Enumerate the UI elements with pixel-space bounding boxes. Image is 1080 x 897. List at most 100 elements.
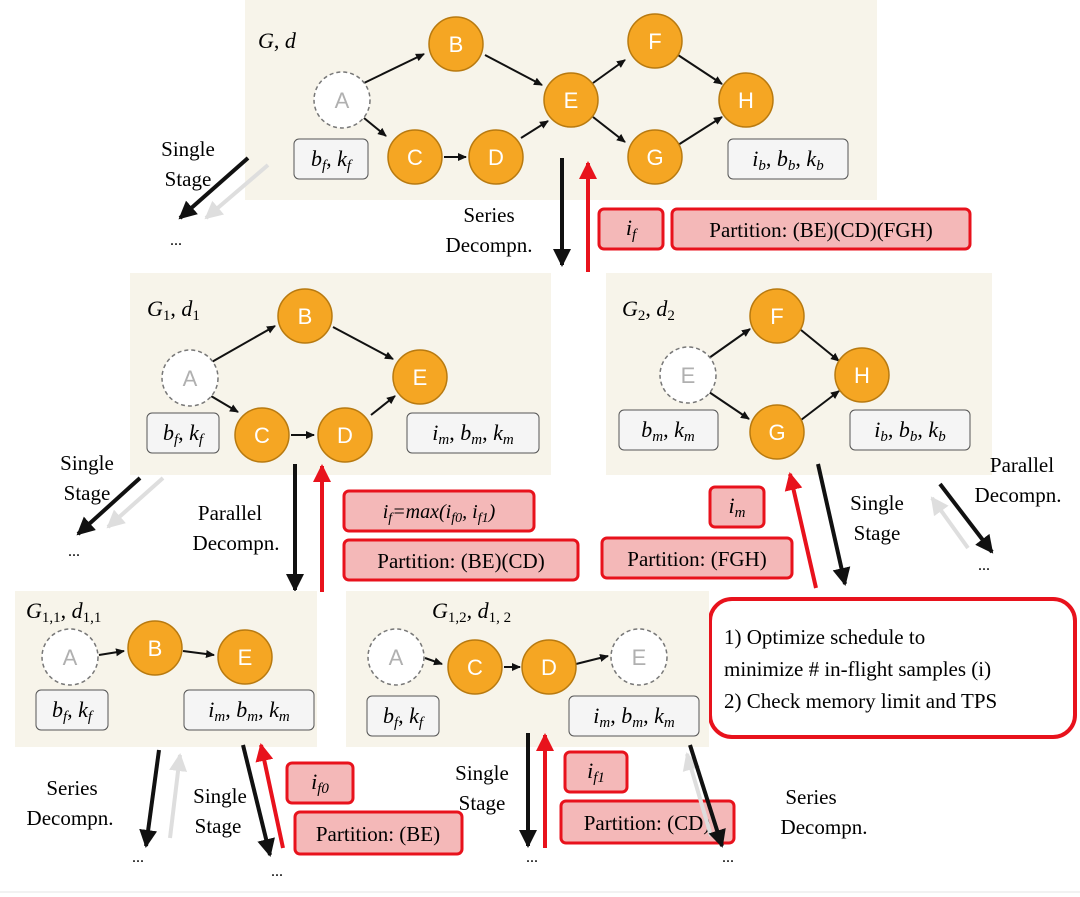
- arrow-result-up: [784, 472, 818, 589]
- red-box-if1: if1: [563, 750, 629, 794]
- node-g: G: [749, 404, 805, 460]
- node-d: D: [521, 639, 577, 695]
- panel-g12: G1,2, d1, 2 A C D E bf, kf: [346, 591, 709, 747]
- parallel-decomp-g1: Parallel Decompn.: [193, 464, 331, 592]
- node-a-ghost: A: [313, 71, 371, 129]
- node-d: D: [317, 407, 373, 463]
- single-stage-g1: Single Stage ...: [60, 451, 165, 560]
- svg-text:Series: Series: [46, 776, 97, 800]
- svg-text:D: D: [541, 655, 557, 680]
- node-h: H: [834, 347, 890, 403]
- arrow-gray-up: [168, 753, 188, 839]
- svg-text:H: H: [738, 88, 754, 113]
- svg-text:Decompn.: Decompn.: [27, 806, 114, 830]
- svg-text:Single: Single: [161, 137, 215, 161]
- svg-text:E: E: [413, 365, 428, 390]
- svg-text:Series: Series: [785, 785, 836, 809]
- edge-d-e: [520, 120, 549, 139]
- svg-text:D: D: [488, 145, 504, 170]
- node-e: E: [392, 349, 448, 405]
- svg-text:bf, kf: bf, kf: [52, 697, 94, 725]
- svg-text:Parallel: Parallel: [198, 501, 262, 525]
- node-b: B: [277, 288, 333, 344]
- label-box-bf-kf: bf, kf: [146, 412, 220, 454]
- svg-text:Stage: Stage: [854, 521, 901, 545]
- svg-text:Single: Single: [193, 784, 247, 808]
- svg-text:minimize # in-flight samples (: minimize # in-flight samples (i): [724, 657, 991, 681]
- label-box-bf-kf: bf, kf: [366, 695, 440, 737]
- edge-b-e: [332, 326, 394, 360]
- svg-text:ib, bb, kb: ib, bb, kb: [752, 146, 824, 174]
- node-e-ghost: E: [610, 628, 668, 686]
- label-box-bm-km: bm, km: [618, 409, 719, 451]
- svg-text:bm, km: bm, km: [641, 417, 695, 445]
- edge-b-e: [182, 650, 215, 658]
- arrow-series-down: [688, 744, 726, 848]
- node-f: F: [749, 288, 805, 344]
- svg-text:bf, kf: bf, kf: [163, 420, 205, 448]
- svg-text:C: C: [254, 423, 270, 448]
- svg-text:...: ...: [526, 849, 538, 866]
- red-box-if0: if0: [285, 761, 355, 805]
- edge-a-b: [98, 648, 125, 657]
- red-box-g1-partition: Partition: (BE)(CD): [342, 538, 580, 582]
- label-box-im-bm-km: im, bm, km: [568, 695, 700, 737]
- svg-text:H: H: [854, 363, 870, 388]
- svg-text:...: ...: [132, 849, 144, 866]
- single-stage-top: Single Stage ...: [161, 137, 270, 249]
- svg-text:Stage: Stage: [459, 791, 506, 815]
- panel-g11: G1,1, d1,1 A B E bf, kf im, bm, km: [15, 591, 317, 747]
- node-f: F: [627, 13, 683, 69]
- edge-f-h: [677, 54, 723, 85]
- node-b: B: [127, 620, 183, 676]
- red-box-top-partition: Partition: (BE)(CD)(FGH): [670, 207, 972, 251]
- edge-a-c: [363, 117, 387, 137]
- svg-text:E: E: [238, 645, 253, 670]
- svg-text:C: C: [407, 145, 423, 170]
- svg-text:...: ...: [170, 232, 182, 249]
- svg-text:im, bm, km: im, bm, km: [432, 420, 514, 448]
- svg-text:B: B: [298, 304, 313, 329]
- red-box-g11-partition: Partition: (BE): [293, 810, 464, 856]
- arrow-gray-up: [930, 496, 970, 550]
- svg-text:bf, kf: bf, kf: [311, 146, 353, 174]
- arrow-single-stage: [178, 156, 250, 220]
- label-box-im-bm-km: im, bm, km: [406, 412, 540, 454]
- panel-title: G, d: [258, 28, 297, 53]
- svg-text:Decompn.: Decompn.: [975, 483, 1062, 507]
- node-a-ghost: A: [161, 349, 219, 407]
- node-c: C: [234, 407, 290, 463]
- edge-e-f: [592, 59, 626, 84]
- edge-e-f: [708, 328, 751, 359]
- svg-text:Single: Single: [455, 761, 509, 785]
- single-stage-g2: Single Stage: [784, 463, 904, 589]
- svg-text:E: E: [564, 88, 579, 113]
- svg-text:...: ...: [271, 863, 283, 880]
- svg-text:A: A: [389, 645, 404, 670]
- svg-text:A: A: [63, 645, 78, 670]
- label-box-bf-kf: bf, kf: [293, 138, 369, 180]
- node-a-ghost: A: [41, 628, 99, 686]
- edge-e-g: [708, 391, 750, 420]
- edge-f-h: [800, 329, 840, 362]
- arrow-result-up: [255, 743, 285, 849]
- arrow-single-stage-down: [241, 744, 275, 857]
- edge-g-h: [677, 116, 723, 146]
- svg-text:...: ...: [68, 543, 80, 560]
- svg-text:im, bm, km: im, bm, km: [208, 697, 290, 725]
- svg-text:F: F: [770, 304, 783, 329]
- svg-text:Partition: (BE)(CD)(FGH): Partition: (BE)(CD)(FGH): [709, 218, 932, 242]
- node-h: H: [718, 72, 774, 128]
- edge-a-c: [424, 657, 443, 666]
- red-box-g12-partition: Partition: (CD): [559, 799, 736, 845]
- svg-text:B: B: [148, 636, 163, 661]
- svg-text:Partition: (BE)(CD): Partition: (BE)(CD): [377, 549, 544, 573]
- edge-b-e: [484, 54, 543, 86]
- panel-title: G2, d2: [622, 296, 675, 324]
- parallel-decomp-g2: Parallel Decompn. ...: [930, 453, 1062, 574]
- svg-text:1) Optimize schedule to: 1) Optimize schedule to: [724, 625, 925, 649]
- svg-text:im: im: [729, 493, 746, 521]
- edge-a-c: [210, 395, 239, 413]
- red-box-g2-im: im: [708, 485, 766, 529]
- node-a-ghost: A: [367, 628, 425, 686]
